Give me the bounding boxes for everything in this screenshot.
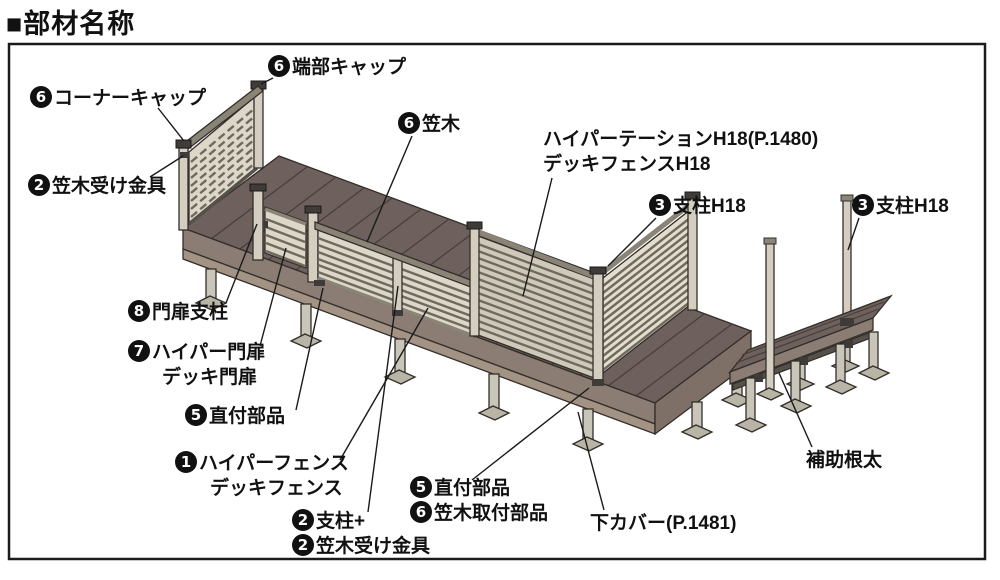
svg-text:1: 1 — [181, 453, 191, 471]
label-gate-post: 8 門扉支柱 — [128, 300, 228, 323]
front-fence — [314, 221, 477, 338]
svg-text:6: 6 — [404, 114, 414, 132]
label-hojo-neda: 補助根太 — [805, 448, 883, 471]
partition-left-post — [469, 227, 480, 337]
svg-text:3: 3 — [655, 196, 665, 214]
label-tanbu-cap: 6 端部キャップ — [268, 55, 407, 78]
partition-corner-post — [592, 272, 604, 386]
svg-text:6: 6 — [274, 57, 284, 75]
svg-text:5: 5 — [191, 406, 201, 424]
svg-text:デッキ門扉: デッキ門扉 — [162, 365, 257, 388]
label-shichu-main: 3 支柱H18 — [649, 194, 746, 217]
svg-text:6: 6 — [36, 88, 46, 106]
label-hyper-fence: 1 ハイパーフェンス デッキフェンス — [175, 451, 349, 499]
kasagi-toritsuke-part — [592, 379, 604, 386]
svg-text:7: 7 — [134, 342, 144, 360]
svg-text:支柱H18: 支柱H18 — [672, 194, 746, 217]
kasagi-bracket-part — [180, 152, 189, 158]
svg-text:コーナーキャップ: コーナーキャップ — [54, 86, 207, 109]
leader-lines — [149, 77, 860, 513]
label-kasagi: 6 笠木 — [398, 112, 461, 135]
svg-text:5: 5 — [416, 478, 426, 496]
svg-text:門扉支柱: 門扉支柱 — [152, 300, 228, 323]
svg-text:3: 3 — [858, 196, 868, 214]
aux-deck-legs — [734, 331, 891, 433]
svg-text:端部キャップ: 端部キャップ — [292, 55, 407, 78]
label-gate: 7 ハイパー門扉 デッキ門扉 — [128, 340, 265, 388]
partition-side-rail — [599, 201, 694, 276]
gate-hinge-post — [252, 189, 264, 261]
svg-text:支柱H18: 支柱H18 — [875, 194, 949, 217]
svg-text:2: 2 — [298, 511, 308, 529]
svg-text:笠木: 笠木 — [421, 112, 461, 135]
svg-text:ハイパーフェンス: ハイパーフェンス — [199, 452, 349, 474]
label-chokutsuke-b: 5 直付部品 6 笠木取付部品 — [410, 476, 548, 524]
aux-post-mount — [840, 318, 854, 326]
partition — [466, 191, 701, 386]
label-kasagi-bracket: 2 笠木受け金具 — [28, 174, 166, 197]
svg-text:笠木取付部品: 笠木取付部品 — [433, 501, 548, 524]
label-shichu-plus: 2 支柱+ 2 笠木受け金具 — [292, 509, 430, 557]
gate-latch — [263, 221, 268, 228]
label-shita-cover: 下カバー(P.1481) — [590, 512, 736, 534]
svg-text:8: 8 — [134, 302, 144, 320]
svg-text:笠木受け金具: 笠木受け金具 — [51, 174, 166, 197]
label-corner-cap: 6 コーナーキャップ — [30, 86, 207, 109]
partition-front-slats — [477, 242, 595, 373]
svg-text:デッキフェンス: デッキフェンス — [210, 476, 343, 499]
svg-text:直付部品: 直付部品 — [209, 404, 285, 427]
label-partition: ハイパーテーションH18(P.1480) デッキフェンスH18 — [543, 128, 818, 175]
chokutsuke-part-mid — [392, 310, 403, 316]
corner-fence — [175, 80, 267, 231]
partition-side-slats — [602, 217, 691, 371]
partition-front-rail — [475, 228, 597, 280]
svg-text:補助根太: 補助根太 — [805, 448, 883, 471]
svg-text:笠木受け金具: 笠木受け金具 — [315, 534, 430, 557]
svg-text:直付部品: 直付部品 — [434, 476, 510, 499]
page-title: ■部材名称 — [6, 9, 136, 39]
corner-post — [178, 147, 189, 231]
fence-support-post — [392, 253, 403, 315]
aux-deck — [727, 194, 894, 433]
svg-text:6: 6 — [416, 503, 426, 521]
label-chokutsuke-a: 5 直付部品 — [185, 404, 285, 427]
labels: 6 端部キャップ 6 コーナーキャップ 2 笠木受け金具 6 笠木 ハイパーテー… — [28, 55, 949, 557]
svg-text:ハイパーテーションH18(P.1480): ハイパーテーションH18(P.1480) — [543, 128, 818, 150]
svg-text:ハイパー門扉: ハイパー門扉 — [152, 340, 265, 363]
svg-text:2: 2 — [298, 536, 308, 554]
corner-fence-slats — [190, 107, 256, 218]
end-post — [253, 87, 264, 169]
chokutsuke-part-left — [314, 280, 325, 286]
svg-text:デッキフェンスH18: デッキフェンスH18 — [543, 152, 710, 175]
svg-text:支柱+: 支柱+ — [315, 509, 365, 532]
aux-post-left — [765, 242, 775, 392]
label-shichu-sub: 3 支柱H18 — [852, 194, 949, 217]
svg-text:2: 2 — [34, 176, 44, 194]
aux-post-right — [842, 199, 852, 327]
svg-text:下カバー(P.1481): 下カバー(P.1481) — [590, 512, 736, 534]
corner-fence-bottom-rail — [187, 166, 259, 226]
